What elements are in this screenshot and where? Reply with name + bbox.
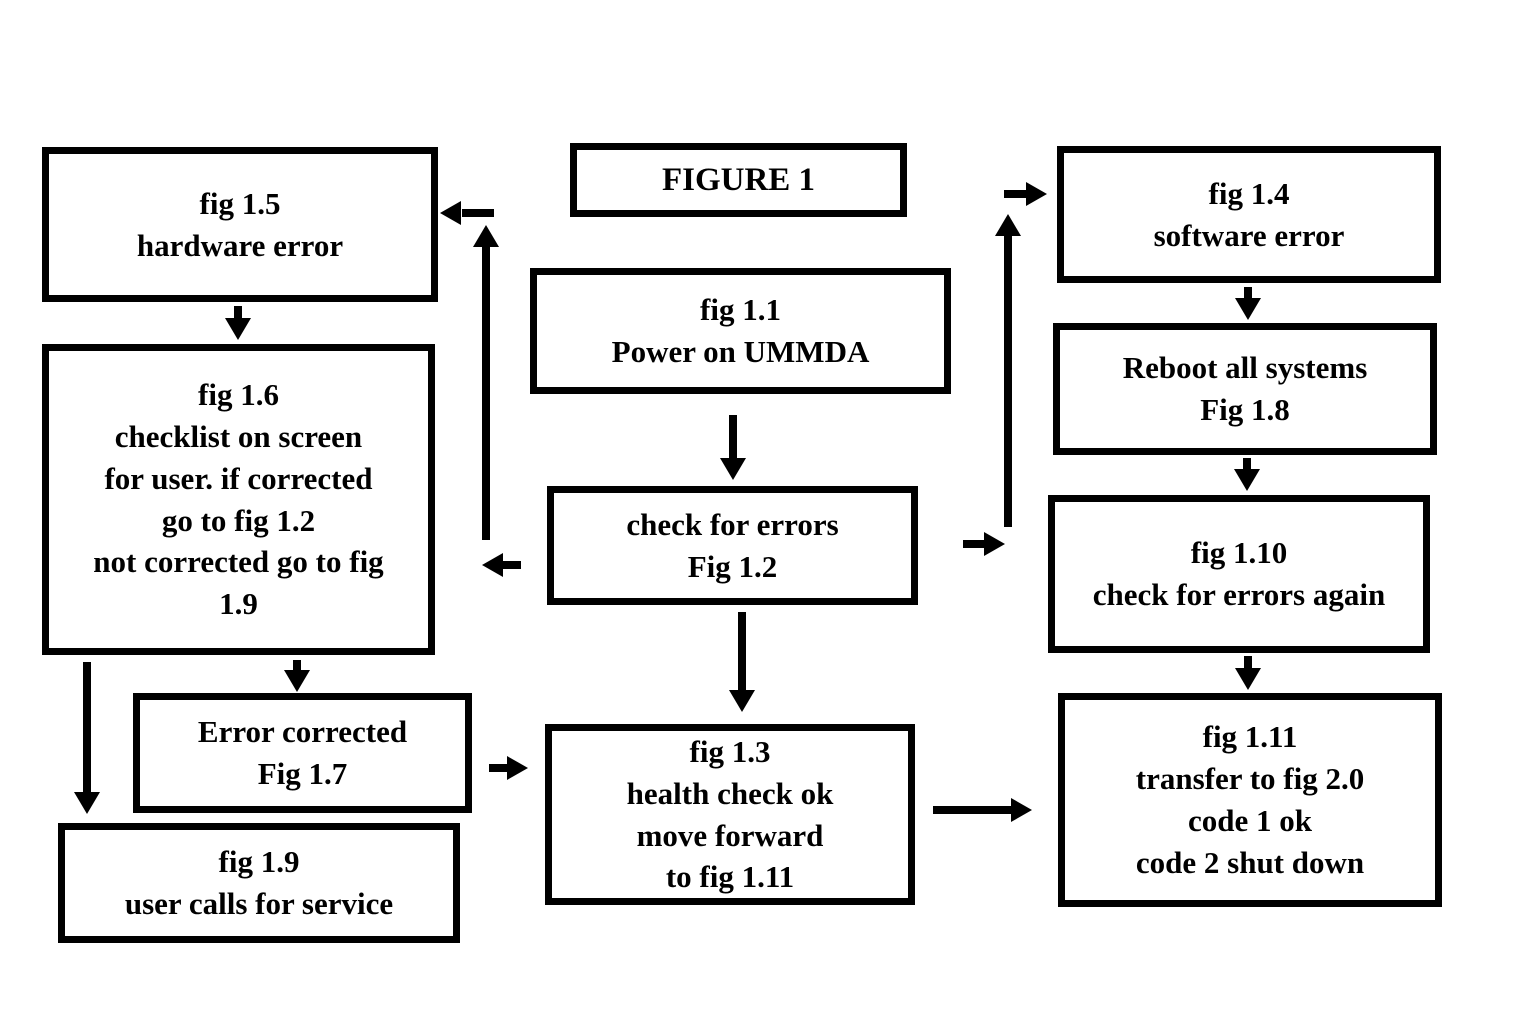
arrow-left-icon	[482, 553, 503, 577]
arrow-down-icon	[1235, 668, 1261, 690]
arrow-checklist-to-error-corrected-shaft	[293, 660, 301, 672]
riser-left-to-hardware-error-shaft	[482, 247, 490, 540]
arrow-check-again-to-transfer-shaft	[1244, 656, 1252, 670]
arrow-into-software-error-shaft	[1004, 190, 1026, 198]
arrow-check-right-stub-shaft	[963, 540, 984, 548]
arrow-up-icon	[473, 225, 499, 247]
arrow-into-hardware-error-shaft	[462, 209, 494, 217]
arrow-down-icon	[729, 690, 755, 712]
node-fig1-3-health-check: fig 1.3 health check ok move forward to …	[545, 724, 915, 905]
arrow-right-icon	[1026, 182, 1047, 206]
arrow-right-icon	[984, 532, 1005, 556]
arrow-down-icon	[1235, 298, 1261, 320]
figure-title-box: FIGURE 1	[570, 143, 907, 217]
arrow-checklist-to-user-calls-shaft	[83, 662, 91, 794]
arrow-left-icon	[440, 201, 461, 225]
node-fig1-5-hardware-error: fig 1.5 hardware error	[42, 147, 438, 302]
arrow-right-icon	[507, 756, 528, 780]
arrow-down-icon	[284, 670, 310, 692]
node-fig1-4-software-error: fig 1.4 software error	[1057, 146, 1441, 283]
node-fig1-2-check-errors: check for errors Fig 1.2	[547, 486, 918, 605]
arrow-up-icon	[995, 214, 1021, 236]
node-fig1-11-transfer: fig 1.11 transfer to fig 2.0 code 1 ok c…	[1058, 693, 1442, 907]
arrow-down-icon	[74, 792, 100, 814]
arrow-error-corrected-to-health-shaft	[489, 764, 507, 772]
arrow-power-on-to-check-shaft	[729, 415, 737, 460]
node-fig1-6-checklist: fig 1.6 checklist on screen for user. if…	[42, 344, 435, 655]
arrow-right-icon	[1011, 798, 1032, 822]
arrow-down-icon	[720, 458, 746, 480]
node-fig1-7-error-corrected: Error corrected Fig 1.7	[133, 693, 472, 813]
arrow-check-left-stub-shaft	[503, 561, 521, 569]
arrow-health-to-transfer-shaft	[933, 806, 1011, 814]
arrow-software-to-reboot-shaft	[1244, 287, 1252, 300]
arrow-down-icon	[1234, 469, 1260, 491]
arrow-hardware-to-checklist-shaft	[234, 306, 242, 320]
arrow-check-to-health-shaft	[738, 612, 746, 692]
riser-right-to-software-error-shaft	[1004, 236, 1012, 527]
node-fig1-10-check-again: fig 1.10 check for errors again	[1048, 495, 1430, 653]
node-fig1-8-reboot: Reboot all systems Fig 1.8	[1053, 323, 1437, 455]
arrow-down-icon	[225, 318, 251, 340]
node-fig1-9-user-calls: fig 1.9 user calls for service	[58, 823, 460, 943]
node-fig1-1-power-on: fig 1.1 Power on UMMDA	[530, 268, 951, 394]
arrow-reboot-to-check-again-shaft	[1243, 458, 1251, 471]
